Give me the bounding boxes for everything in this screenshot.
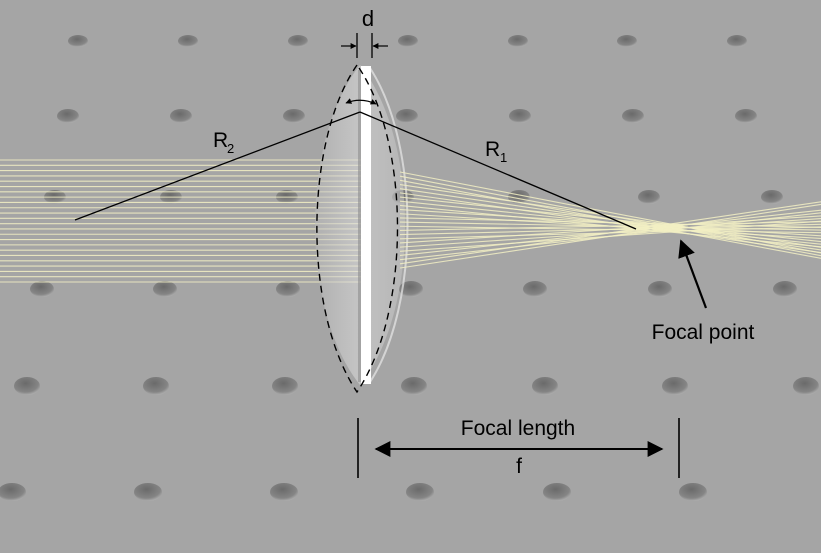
- radius-r1-line: [359, 111, 637, 230]
- breadboard-hole: [401, 377, 427, 395]
- breadboard-hole: [170, 109, 192, 123]
- breadboard-hole: [679, 483, 707, 501]
- label-d: d: [362, 6, 374, 31]
- breadboard-hole: [398, 35, 418, 47]
- light-ray: [399, 201, 821, 265]
- breadboard-hole: [0, 483, 26, 501]
- breadboard-hole: [622, 109, 644, 123]
- breadboard-hole: [793, 377, 819, 395]
- breadboard-hole: [396, 109, 418, 123]
- label-r1-subscript: 1: [500, 150, 507, 165]
- breadboard-holes: [0, 35, 819, 501]
- label-focal-length: Focal length: [461, 417, 575, 440]
- breadboard-hole: [523, 281, 547, 297]
- breadboard-hole: [270, 483, 298, 501]
- lens-outline-dashed: [316, 63, 399, 394]
- breadboard-hole: [735, 109, 757, 123]
- breadboard-hole: [272, 377, 298, 395]
- label-f: f: [516, 455, 522, 478]
- breadboard-hole: [617, 35, 637, 47]
- breadboard-hole: [14, 377, 40, 395]
- breadboard-hole: [727, 35, 747, 47]
- label-r1: R: [485, 138, 500, 161]
- breadboard-hole: [68, 35, 88, 47]
- breadboard-hole: [143, 377, 169, 395]
- lens-right-surface: [369, 67, 409, 383]
- breadboard-hole: [648, 281, 672, 297]
- label-focal-point: Focal point: [652, 321, 755, 344]
- breadboard-hole: [532, 377, 558, 395]
- breadboard-hole: [178, 35, 198, 47]
- breadboard-hole: [288, 35, 308, 47]
- breadboard-hole: [638, 190, 660, 204]
- breadboard-hole: [406, 483, 434, 501]
- label-r2: R: [213, 129, 228, 152]
- breadboard-hole: [399, 281, 423, 297]
- breadboard-hole: [57, 109, 79, 123]
- light-ray: [399, 203, 821, 269]
- breadboard-hole: [773, 281, 797, 297]
- breadboard-hole: [761, 190, 783, 204]
- breadboard-hole: [662, 377, 688, 395]
- incoming-light-rays: [0, 159, 365, 283]
- breadboard-hole: [276, 281, 300, 297]
- breadboard-hole: [508, 35, 528, 47]
- focal-point-arrow: [678, 239, 708, 309]
- converging-light-rays: [399, 171, 821, 269]
- label-r2-subscript: 2: [227, 141, 234, 156]
- radius-r2-line: [74, 111, 361, 221]
- breadboard-hole: [134, 483, 162, 501]
- apex-angle-arc: [345, 98, 377, 105]
- breadboard-hole: [153, 281, 177, 297]
- breadboard-hole: [30, 281, 54, 297]
- lens-center-slab: [361, 66, 371, 384]
- lens-center-edge: [358, 70, 361, 382]
- breadboard-hole: [283, 109, 305, 123]
- breadboard-hole: [543, 483, 571, 501]
- breadboard-hole: [509, 109, 531, 123]
